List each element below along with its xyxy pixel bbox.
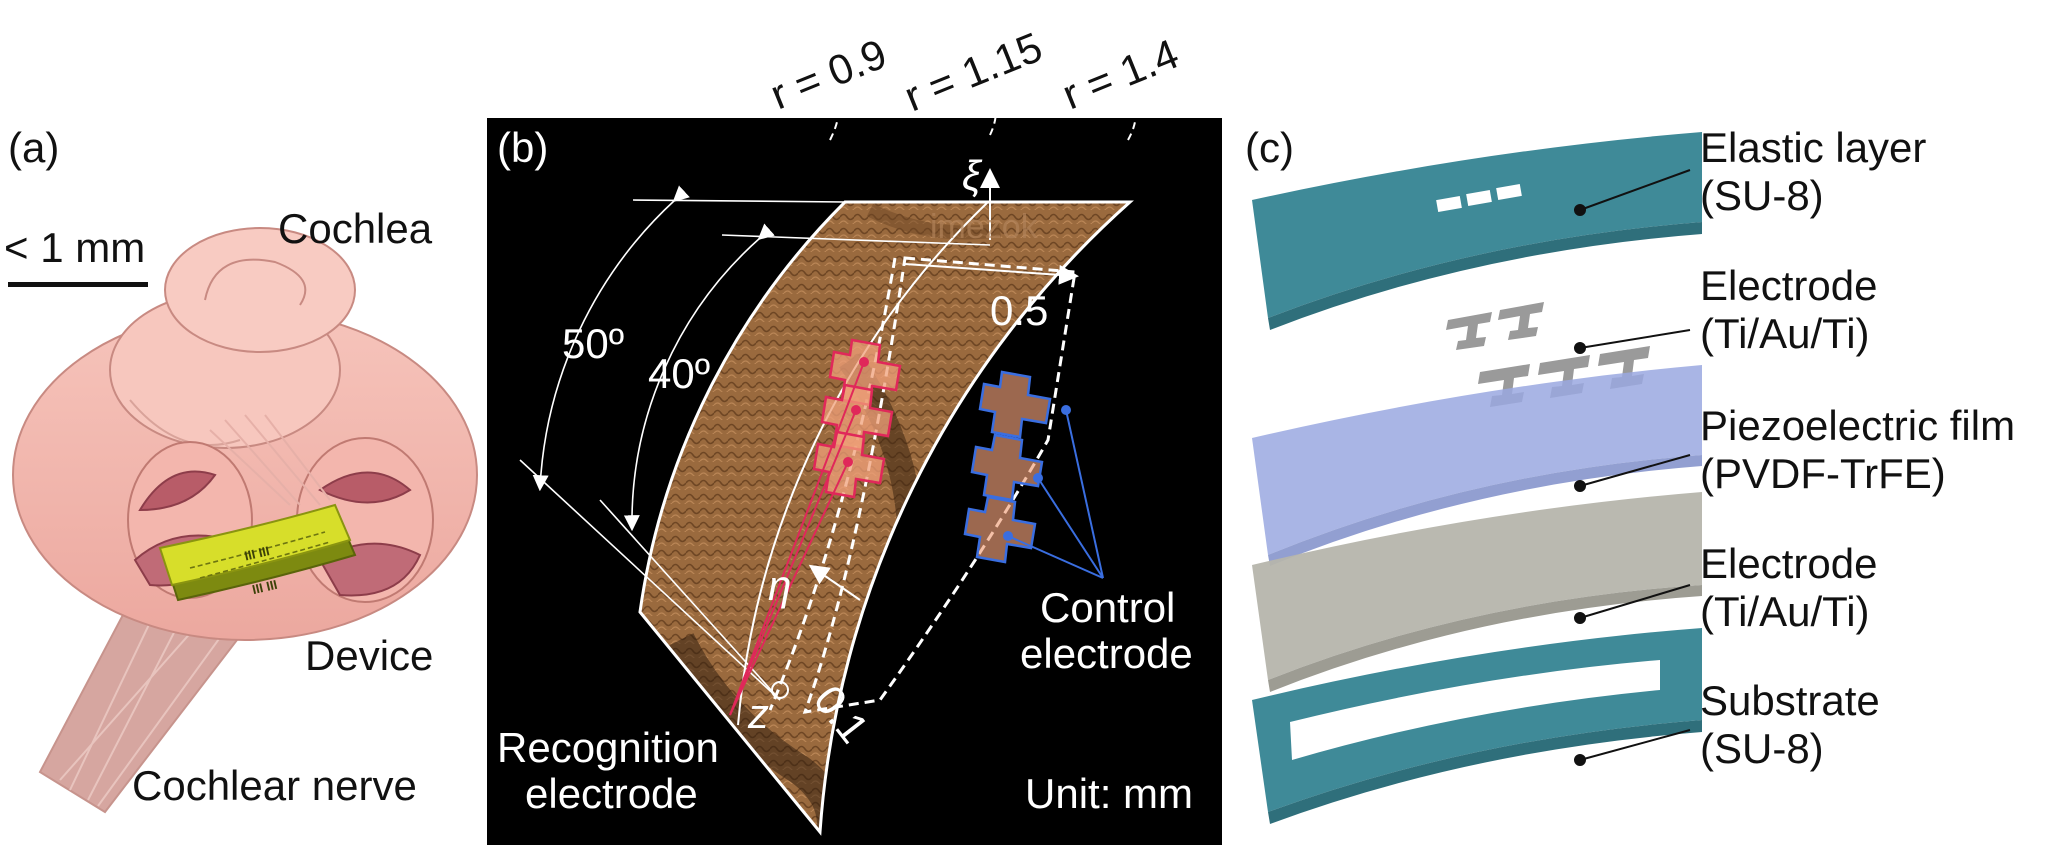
recognition-leader-lines	[729, 361, 865, 716]
panel-b: (b) r = 0.9 r = 1.15 r = 1.4 ξ imezok 50…	[487, 23, 1222, 845]
layer-2-name: Electrode	[1700, 262, 1877, 309]
radius-arc-1.15	[989, 104, 997, 136]
cochlea-label: Cochlea	[278, 205, 433, 252]
control-electrodes	[963, 370, 1052, 564]
panel-a: (a) < 1 mm	[4, 124, 478, 814]
control-leader-lines	[1007, 409, 1104, 579]
layer-1-material: (SU-8)	[1700, 172, 1824, 219]
layer-3-name: Piezoelectric film	[1700, 402, 2015, 449]
layer-elastic	[1252, 132, 1702, 330]
layer-leaders	[1574, 169, 1691, 766]
scale-bar	[8, 282, 148, 287]
control-label-line2: electrode	[1020, 630, 1193, 677]
unit-label: Unit: mm	[1025, 770, 1193, 817]
angle-label-inner: 40º	[648, 350, 710, 397]
panel-b-label: (b)	[497, 124, 548, 171]
angle-arc-inner	[623, 223, 775, 532]
eta-label: η	[768, 562, 791, 609]
control-label-line1: Control	[1040, 584, 1175, 631]
layer-5-name: Substrate	[1700, 677, 1880, 724]
z-label: z	[747, 690, 769, 737]
layer-1-name: Elastic layer	[1700, 124, 1926, 171]
layer-labels: Elastic layer (SU-8) Electrode (Ti/Au/Ti…	[1700, 124, 2015, 772]
layer-2-material: (Ti/Au/Ti)	[1700, 310, 1870, 357]
middle-arc	[737, 201, 989, 726]
xi-label: ξ	[962, 152, 983, 199]
layer-piezo	[1252, 365, 1702, 566]
device-electrodes-bottom: III III	[251, 577, 279, 597]
recognition-label-line1: Recognition	[497, 724, 719, 771]
watermark: imezok	[930, 208, 1039, 246]
radius-label-1.15: r = 1.15	[898, 23, 1049, 120]
layer-3-material: (PVDF-TrFE)	[1700, 450, 1946, 497]
radius-arc-1.4	[1127, 107, 1137, 141]
panel-a-label: (a)	[8, 124, 59, 171]
layer-4-name: Electrode	[1700, 540, 1877, 587]
panel-c: (c)	[1245, 124, 2015, 824]
layer-substrate	[1252, 628, 1702, 824]
device-label: Device	[305, 632, 433, 679]
layer-4-material: (Ti/Au/Ti)	[1700, 588, 1870, 635]
panel-c-label: (c)	[1245, 124, 1294, 171]
angle-label-outer: 50º	[562, 320, 624, 367]
dim-label-top: 0.5	[990, 287, 1048, 334]
eta-axis	[808, 564, 861, 601]
scale-bar-label: < 1 mm	[4, 224, 145, 271]
dashed-region-inner	[768, 257, 897, 711]
radius-arc-0.9	[829, 107, 840, 141]
device-shape: III III III III	[158, 503, 357, 602]
angle-line-outer-bottom	[519, 459, 781, 701]
radius-label-1.4: r = 1.4	[1056, 30, 1185, 119]
recognition-label-line2: electrode	[525, 770, 698, 817]
layer-electrode-bottom	[1252, 492, 1702, 692]
origin-marker	[771, 681, 789, 699]
device-electrodes-top: III III	[243, 543, 271, 563]
dim-line-top	[904, 263, 1079, 285]
layer-5-material: (SU-8)	[1700, 725, 1824, 772]
cochlear-nerve-label: Cochlear nerve	[132, 762, 417, 809]
radius-label-0.9: r = 0.9	[764, 30, 893, 119]
